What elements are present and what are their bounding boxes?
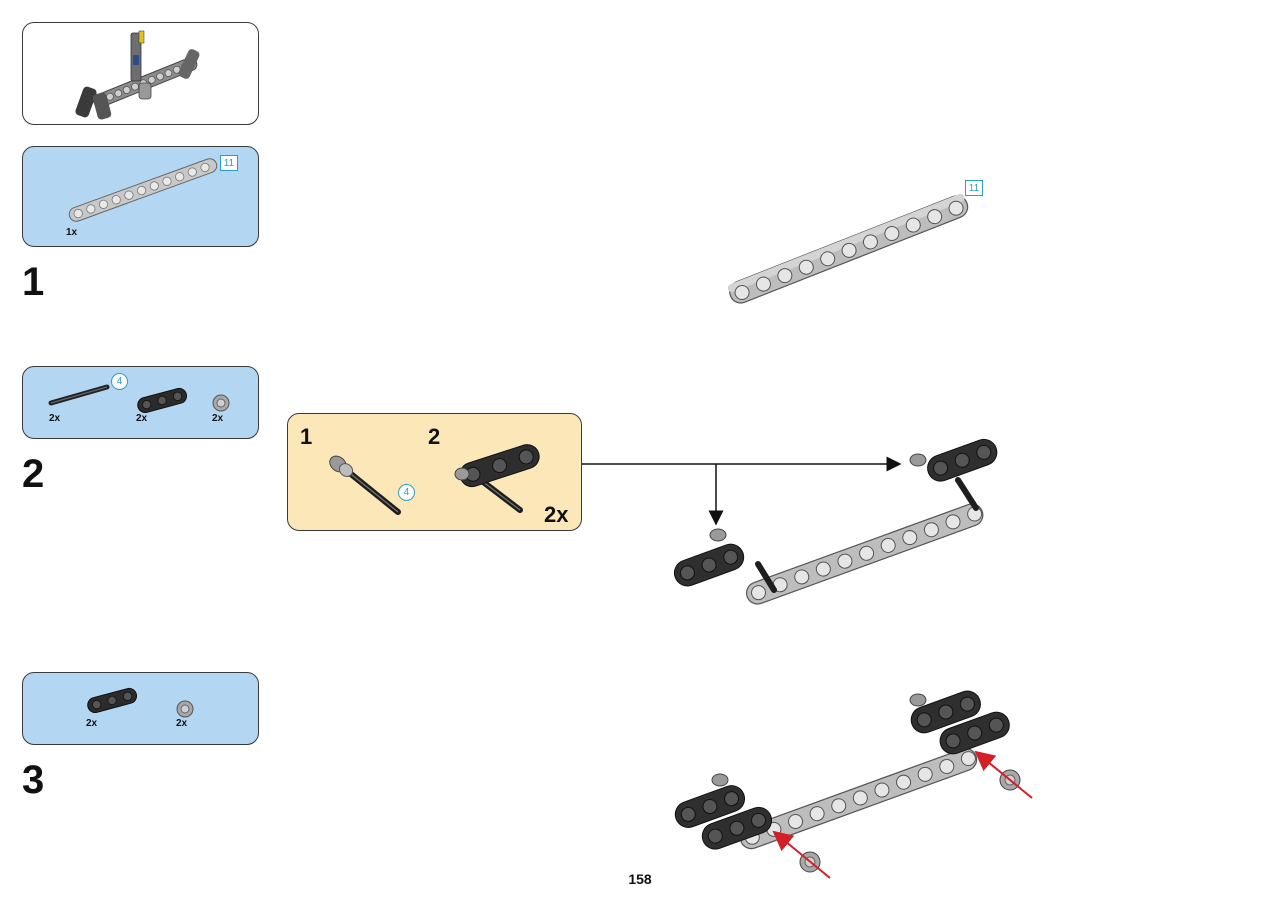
bush-quantity: 2x [176, 718, 188, 729]
bush-quantity: 2x [212, 413, 224, 424]
step-3-parts-panel: 2x 2x [22, 672, 259, 745]
beam-3-black-part-icon [137, 387, 188, 414]
axle-4-part-icon [48, 384, 110, 406]
subassembly-step-2-label: 2 [428, 424, 441, 449]
step-2-parts-panel: 4 2x 2x 2x [22, 366, 259, 439]
axle-length-label: 4 [111, 373, 128, 390]
subassembly-step-1-label: 1 [300, 424, 313, 449]
subassembly-multiplier: 2x [544, 502, 569, 527]
beam-quantity: 2x [86, 718, 98, 729]
assembled-model-preview-icon [75, 30, 200, 120]
axle-quantity: 2x [49, 413, 61, 424]
beam-length-label: 11 [220, 155, 238, 171]
step-1-parts-panel: 11 1x [22, 146, 259, 247]
beam-with-axle-icon [454, 444, 540, 513]
subassembly-axle-length-label: 4 [398, 484, 415, 501]
step-3-number: 3 [22, 758, 45, 802]
step-2-model [673, 438, 998, 605]
page-number: 158 [628, 871, 652, 887]
step-3-model [674, 690, 1033, 879]
beam-quantity: 2x [136, 413, 148, 424]
part-quantity: 1x [66, 227, 78, 238]
bush-gray-part-icon [176, 700, 194, 718]
axle-4-with-bush-icon [329, 455, 401, 515]
model-beam-length-label: 11 [965, 180, 983, 196]
step-1-beam-11-model [727, 193, 969, 304]
step-2-number: 2 [22, 452, 45, 496]
step-1-number: 1 [22, 260, 45, 304]
beam-3-black-part-icon [87, 687, 138, 714]
beam-11-part-icon [68, 158, 218, 222]
subassembly-callout: 1 2 4 2x [287, 413, 582, 531]
model-overview-panel [22, 22, 259, 125]
bush-gray-part-icon [212, 394, 230, 412]
